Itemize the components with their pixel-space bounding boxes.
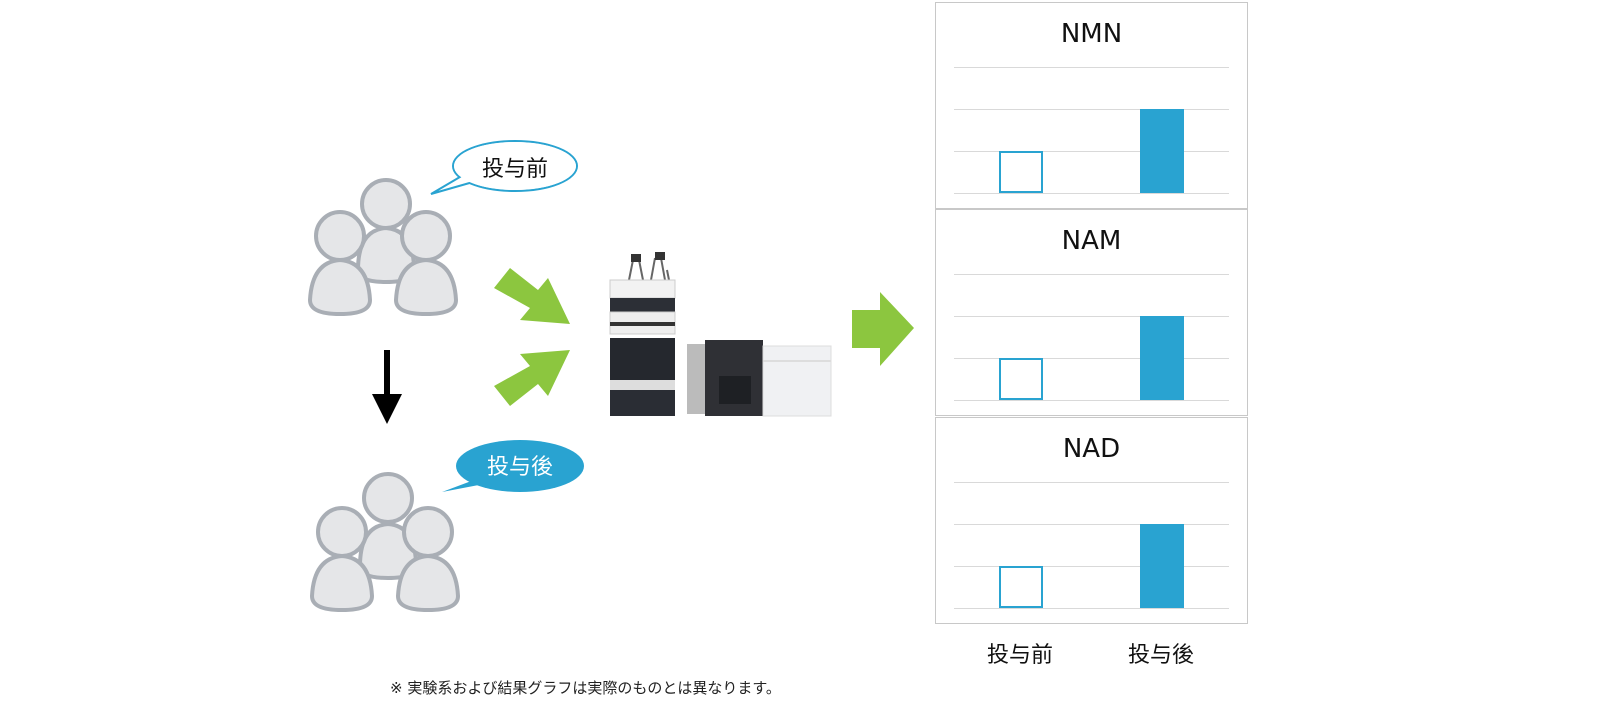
chart-panel-nmn: NMN	[935, 2, 1248, 209]
bubble-after-label: 投与後	[486, 455, 553, 480]
gridline	[954, 274, 1229, 275]
chart-panel-nad: NAD	[935, 417, 1248, 624]
green-arrow-icon-3	[852, 292, 914, 366]
gridline	[954, 316, 1229, 317]
bar-before	[999, 151, 1043, 193]
bar-before	[999, 358, 1043, 400]
gridline	[954, 566, 1229, 567]
chart-title: NAM	[1061, 226, 1122, 256]
gridline	[954, 400, 1229, 401]
gridline	[954, 193, 1229, 194]
speech-bubble-icon-before	[430, 140, 578, 195]
speech-bubble-icon-after	[442, 440, 584, 492]
gridline	[954, 482, 1229, 483]
lc-ms-instrument-icon	[609, 252, 832, 417]
bar-after	[1140, 109, 1184, 193]
bubble-before-label: 投与前	[481, 157, 548, 182]
down-arrow-icon	[372, 350, 402, 424]
bar-before	[999, 566, 1043, 608]
bar-after	[1140, 524, 1184, 608]
gridline	[954, 358, 1229, 359]
gridline	[954, 524, 1229, 525]
green-arrow-icon-1	[494, 268, 570, 324]
people-group-icon-before	[307, 178, 459, 317]
chart-panel-nam: NAM	[935, 209, 1248, 416]
green-arrow-icon-2	[494, 350, 570, 406]
gridline	[954, 109, 1229, 110]
gridline	[954, 151, 1229, 152]
disclaimer-note: ※ 実験系および結果グラフは実際のものとは異なります。	[390, 679, 781, 697]
gridline	[954, 608, 1229, 609]
x-label-before: 投与前	[986, 643, 1053, 668]
bar-after	[1140, 316, 1184, 400]
gridline	[954, 67, 1229, 68]
people-group-icon-after	[309, 472, 461, 613]
chart-title: NMN	[1060, 19, 1123, 49]
x-label-after: 投与後	[1127, 643, 1194, 668]
chart-title: NAD	[1062, 434, 1121, 464]
